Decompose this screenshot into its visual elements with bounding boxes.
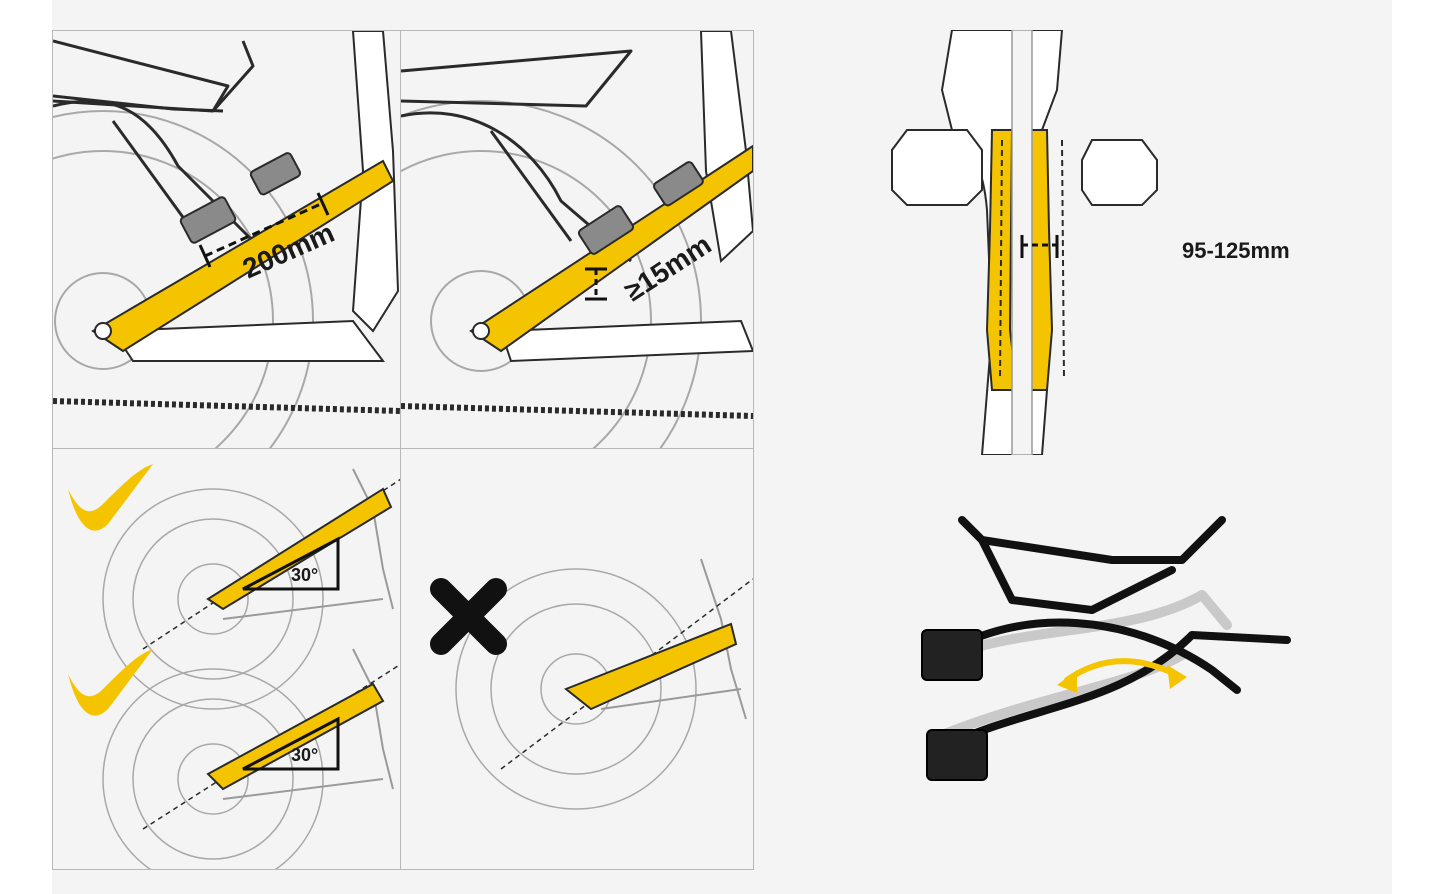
angle-label-top: 30° (291, 565, 319, 585)
angle-acceptable-illustration (68, 464, 401, 869)
cross-icon (430, 578, 507, 655)
rack-product-illustration (921, 516, 1291, 781)
panel-seatstay-width (872, 29, 1172, 456)
chainstay-length-illustration (53, 31, 401, 449)
chainstay-height-illustration (401, 31, 753, 449)
panel-rack-product (842, 505, 1342, 825)
panel-chainstay-length: 200mm (52, 30, 402, 450)
angle-unacceptable-illustration (430, 558, 753, 810)
panel-angle-acceptable: 30° 30° (52, 448, 402, 870)
diagram-canvas: 200mm (52, 0, 1392, 894)
angle-label-bottom: 30° (291, 745, 319, 765)
checkmark-icon (68, 649, 153, 716)
panel-angle-unacceptable (400, 448, 754, 870)
seatstay-width-label: 95-125mm (1182, 238, 1290, 263)
panel-chainstay-height: ≥15mm (400, 30, 754, 450)
checkmark-icon (68, 464, 153, 531)
seatstay-width-illustration (891, 29, 1158, 456)
